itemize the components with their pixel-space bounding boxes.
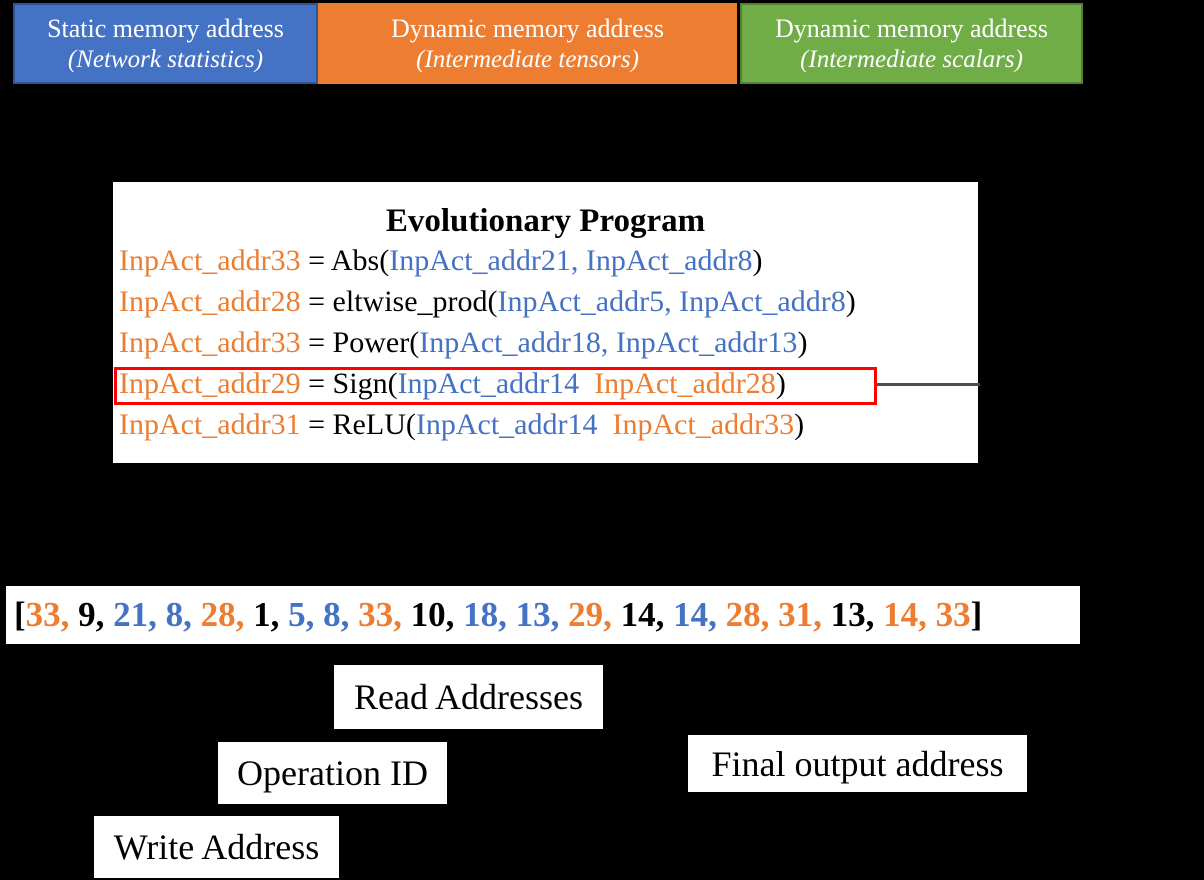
label-read-addresses-text: Read Addresses — [354, 677, 583, 717]
program-line: InpAct_addr33 = Power(InpAct_addr18, Inp… — [119, 322, 978, 363]
legend-subtitle: (Intermediate scalars) — [800, 46, 1023, 73]
encoding-token: 10, — [410, 595, 464, 634]
connector-line — [877, 383, 980, 386]
legend-box-dynamic-tensors: Dynamic memory address (Intermediate ten… — [318, 3, 737, 84]
label-final-output-address: Final output address — [688, 735, 1027, 792]
encoding-bracket-close: ] — [970, 595, 983, 634]
program-segment-orange: InpAct_addr33 — [119, 244, 301, 277]
program-segment-orange: InpAct_addr31 — [119, 408, 301, 441]
legend-subtitle: (Intermediate tensors) — [416, 46, 639, 73]
program-segment-black: ) — [775, 367, 786, 400]
encoding-token: 5, — [288, 595, 324, 634]
program-title: Evolutionary Program — [385, 203, 706, 239]
encoding-array-bar: [33, 9, 21, 8, 28, 1, 5, 8, 33, 10, 18, … — [6, 586, 1080, 644]
encoding-token: 1, — [253, 595, 289, 634]
encoding-token: 33 — [935, 595, 971, 634]
encoding-bracket-open: [ — [14, 595, 26, 634]
encoding-token: 14, — [620, 595, 674, 634]
encoding-token: 8, — [165, 595, 201, 634]
encoding-token: 14, — [883, 595, 936, 634]
program-segment-orange: InpAct_addr29 — [119, 367, 301, 400]
program-segment-black: = Abs( — [300, 244, 390, 277]
encoding-token: 18, — [463, 595, 516, 634]
program-segment-blue: InpAct_addr14 — [415, 408, 598, 441]
program-segment-black: ) — [752, 244, 763, 277]
program-segment-black: ) — [794, 408, 805, 441]
legend-subtitle: (Network statistics) — [67, 46, 264, 73]
encoding-token: 14, — [673, 595, 726, 634]
program-segment-orange: InpAct_addr33 — [597, 408, 795, 441]
program-line-highlighted: InpAct_addr29 = Sign(InpAct_addr14 InpAc… — [119, 363, 978, 404]
legend-box-dynamic-scalars: Dynamic memory address (Intermediate sca… — [740, 3, 1083, 84]
label-write-address-text: Write Address — [113, 827, 320, 867]
encoding-token: 33, — [358, 595, 411, 634]
encoding-token: 9, — [78, 595, 114, 634]
program-lines: InpAct_addr33 = Abs(InpAct_addr21, InpAc… — [119, 240, 978, 445]
encoding-token: 21, — [113, 595, 166, 634]
program-box: Evolutionary Program InpAct_addr33 = Abs… — [113, 182, 978, 463]
encoding-token: 33, — [25, 595, 79, 634]
legend-title: Dynamic memory address — [775, 14, 1048, 43]
program-line: InpAct_addr33 = Abs(InpAct_addr21, InpAc… — [119, 240, 978, 281]
label-write-address: Write Address — [94, 816, 339, 878]
legend-box-static-memory: Static memory address (Network statistic… — [13, 3, 318, 84]
program-segment-blue: InpAct_addr21, InpAct_addr8 — [389, 244, 753, 277]
legend-title: Dynamic memory address — [391, 14, 664, 43]
encoding-token: 13, — [515, 595, 569, 634]
label-read-addresses: Read Addresses — [334, 665, 603, 729]
program-line: InpAct_addr31 = ReLU(InpAct_addr14 InpAc… — [119, 404, 978, 445]
label-operation-id-text: Operation ID — [237, 753, 428, 793]
label-operation-id: Operation ID — [218, 742, 447, 804]
encoding-token: 31, — [778, 595, 831, 634]
encoding-token: 29, — [568, 595, 621, 634]
legend-title: Static memory address — [47, 14, 284, 43]
label-final-output-address-text: Final output address — [711, 743, 1004, 784]
encoding-token: 28, — [200, 595, 254, 634]
program-segment-orange: InpAct_addr33 — [119, 326, 301, 359]
program-segment-black: ) — [797, 326, 808, 359]
encoding-token: 13, — [830, 595, 884, 634]
encoding-token: 8, — [323, 595, 359, 634]
program-line: InpAct_addr28 = eltwise_prod(InpAct_addr… — [119, 281, 978, 322]
encoding-token: 28, — [725, 595, 779, 634]
program-segment-black: = Power( — [300, 326, 420, 359]
program-segment-black: = Sign( — [300, 367, 398, 400]
program-segment-orange: InpAct_addr28 — [119, 285, 301, 318]
program-segment-blue: InpAct_addr14 — [397, 367, 580, 400]
program-segment-black: = ReLU( — [300, 408, 416, 441]
program-segment-orange: InpAct_addr28 — [579, 367, 776, 400]
program-segment-blue: InpAct_addr18, InpAct_addr13 — [419, 326, 798, 359]
program-segment-black: ) — [845, 285, 856, 318]
program-segment-black: = eltwise_prod( — [300, 285, 498, 318]
program-segment-blue: InpAct_addr5, InpAct_addr8 — [497, 285, 846, 318]
